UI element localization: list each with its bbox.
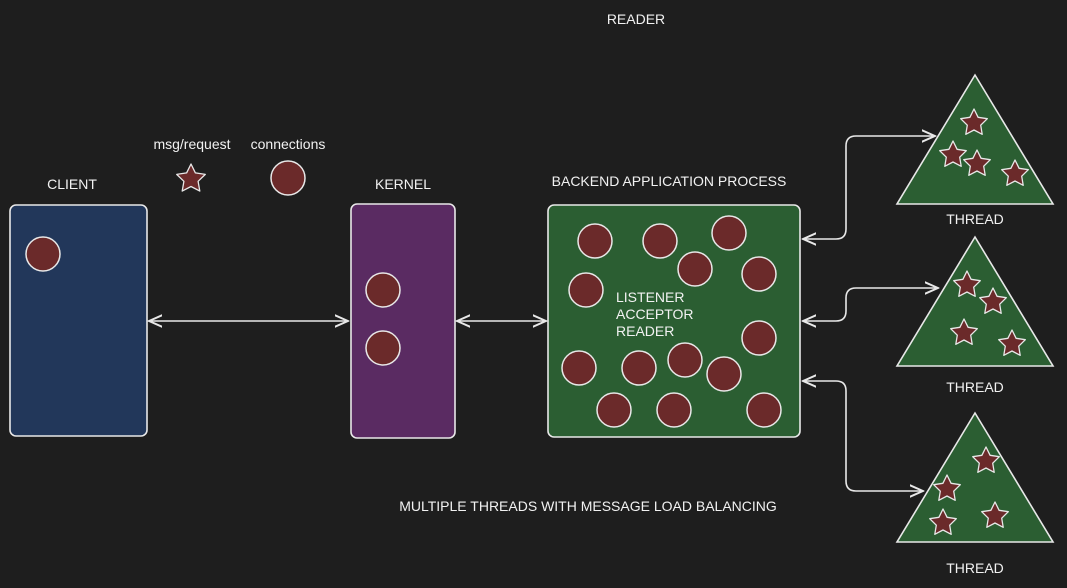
process-role-listener: LISTENER <box>616 289 684 305</box>
backend-connection <box>656 392 692 428</box>
thread-2-messages <box>950 270 1026 356</box>
diagram-caption: MULTIPLE THREADS WITH MESSAGE LOAD BALAN… <box>399 498 777 514</box>
star-icon <box>981 501 1009 528</box>
top-reader-label: READER <box>607 11 665 27</box>
backend-connection <box>621 350 657 386</box>
backend-connection <box>741 256 777 292</box>
client-connection <box>25 236 61 272</box>
backend-connection <box>596 392 632 428</box>
backend-thread1-arrow <box>803 136 935 239</box>
thread-3-messages <box>929 446 1009 535</box>
star-icon <box>963 149 991 176</box>
thread-label: THREAD <box>946 211 1004 227</box>
star-icon <box>929 508 957 535</box>
backend-connection <box>711 215 747 251</box>
thread-triangle <box>895 235 1055 367</box>
kernel-connection <box>365 272 401 308</box>
star-icon <box>176 163 206 192</box>
backend-thread2-arrow <box>803 288 938 321</box>
kernel-connection <box>365 330 401 366</box>
thread-triangle <box>895 73 1055 205</box>
star-icon <box>939 140 967 167</box>
star-icon <box>953 270 981 297</box>
thread-triangle <box>895 411 1055 543</box>
star-icon <box>998 329 1026 356</box>
backend-connection <box>741 320 777 356</box>
process-role-reader: READER <box>616 323 674 339</box>
star-icon <box>960 108 988 135</box>
backend-connection <box>577 223 613 259</box>
star-icon <box>933 474 961 501</box>
process-role-acceptor: ACCEPTOR <box>616 306 694 322</box>
legend-connection-icon <box>270 160 306 196</box>
backend-connection <box>561 350 597 386</box>
star-icon <box>972 446 1000 473</box>
thread-1-messages <box>939 108 1029 186</box>
backend-connection <box>706 356 742 392</box>
backend-label: BACKEND APPLICATION PROCESS <box>552 173 787 189</box>
legend-connections-label: connections <box>251 136 326 152</box>
star-icon <box>1001 159 1029 186</box>
client-box <box>9 204 148 437</box>
kernel-box <box>350 203 456 439</box>
backend-connection <box>677 251 713 287</box>
thread-label: THREAD <box>946 379 1004 395</box>
legend-star-icon <box>176 163 206 192</box>
star-icon <box>950 318 978 345</box>
backend-connections <box>561 215 782 428</box>
client-label: CLIENT <box>47 176 97 192</box>
legend-msg-label: msg/request <box>153 136 230 152</box>
thread-label: THREAD <box>946 560 1004 576</box>
backend-connection <box>746 392 782 428</box>
backend-connection <box>642 223 678 259</box>
backend-thread3-arrow <box>803 381 923 491</box>
backend-connection <box>667 342 703 378</box>
star-icon <box>979 287 1007 314</box>
backend-connection <box>568 272 604 308</box>
kernel-label: KERNEL <box>375 176 431 192</box>
